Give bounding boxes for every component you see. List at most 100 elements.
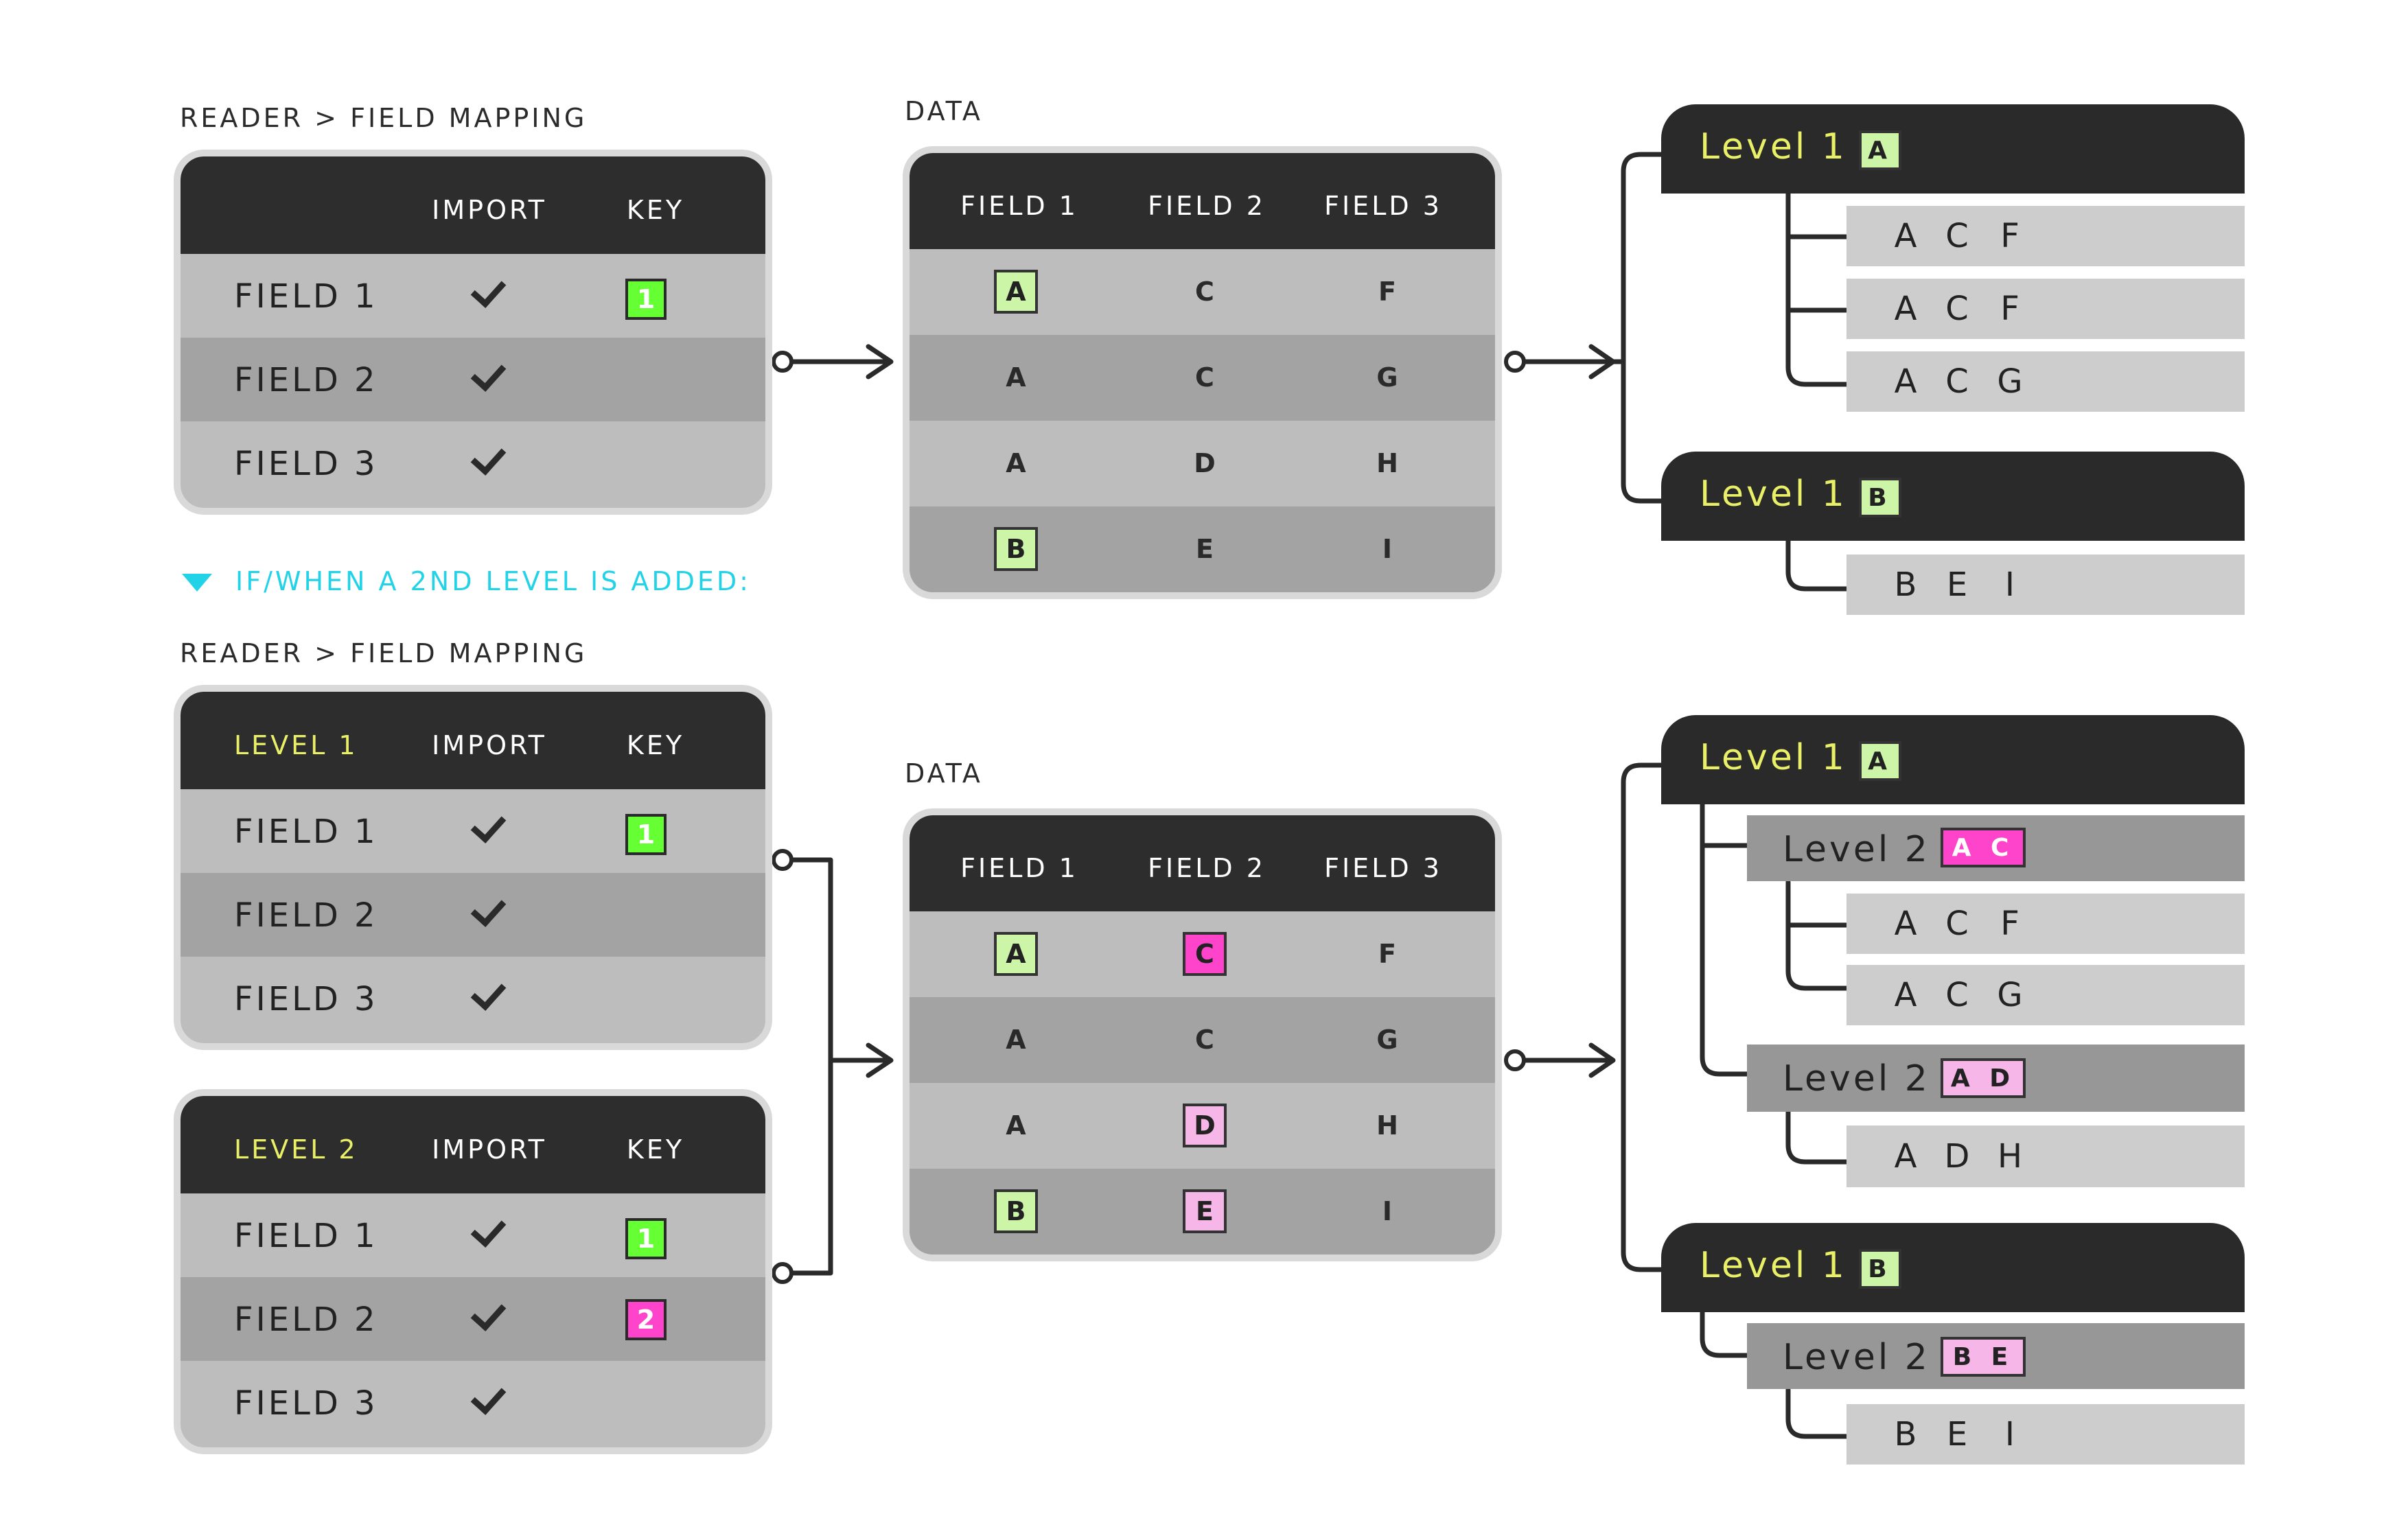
field-name: FIELD 2 <box>234 361 378 399</box>
leaf-value: D <box>1944 1137 1970 1176</box>
table-row: FIELD 2 2 <box>181 1277 765 1361</box>
data-cell: C <box>1195 277 1214 307</box>
level-key-tag: B <box>1859 1249 1901 1289</box>
checkmark-icon <box>470 1379 507 1415</box>
tree-leaf-row: A C F <box>1846 206 2245 266</box>
table-row: FIELD 1 1 <box>181 789 765 873</box>
key-value-cell: A <box>994 932 1038 976</box>
field-name: FIELD 1 <box>234 1217 378 1255</box>
leaf-value: C <box>1945 362 1969 401</box>
level-label: Level 2 <box>1783 829 1930 870</box>
checkmark-icon <box>470 439 507 476</box>
leaf-value: C <box>1945 905 1969 943</box>
field-name: FIELD 3 <box>234 445 378 483</box>
field-2-header: FIELD 2 <box>1148 853 1266 883</box>
key-value-cell: B <box>994 527 1038 571</box>
leaf-value: C <box>1945 217 1969 255</box>
leaf-value: F <box>2000 290 2019 328</box>
level-key-tag: A C <box>1941 828 2026 867</box>
table-header: LEVEL 2 IMPORT KEY <box>181 1096 765 1193</box>
level-1-field-mapping-table: LEVEL 1 IMPORT KEY FIELD 1 1 FIELD 2 FIE… <box>174 685 772 1050</box>
import-column-header: IMPORT <box>432 195 547 225</box>
leaf-value: F <box>2000 905 2019 943</box>
key-badge: 1 <box>625 279 667 320</box>
import-column-header: IMPORT <box>432 1134 547 1165</box>
data-cell: C <box>1195 362 1214 393</box>
level-2-field-mapping-table: LEVEL 2 IMPORT KEY FIELD 1 1 FIELD 2 2 F… <box>174 1089 772 1454</box>
field-name: FIELD 2 <box>234 896 378 935</box>
data-cell: F <box>1378 277 1396 307</box>
leaf-value: H <box>1997 1137 2023 1176</box>
top-field-mapping-table: IMPORT KEY FIELD 1 1 FIELD 2 FIELD 3 <box>174 150 772 515</box>
data-cell: A <box>1006 1110 1026 1141</box>
field-3-header: FIELD 3 <box>1324 853 1442 883</box>
table-row: A C F <box>910 911 1495 997</box>
tree-leaf-row: B E I <box>1846 555 2245 615</box>
table-header: LEVEL 1 IMPORT KEY <box>181 692 765 789</box>
leaf-value: B <box>1894 1415 1917 1454</box>
data-cell: G <box>1376 1025 1398 1055</box>
data-cell: I <box>1382 1196 1393 1226</box>
field-2-header: FIELD 2 <box>1148 191 1266 221</box>
bottom-data-table: FIELD 1 FIELD 2 FIELD 3 A C F A C G A D … <box>903 808 1502 1261</box>
import-column-header: IMPORT <box>432 730 547 760</box>
level-column-header: LEVEL 2 <box>234 1134 358 1165</box>
leaf-value: A <box>1894 976 1917 1014</box>
leaf-value: A <box>1894 290 1917 328</box>
level-key-tag: A D <box>1941 1058 2026 1098</box>
table-row: FIELD 1 1 <box>181 254 765 338</box>
data-cell: D <box>1194 448 1216 478</box>
key-column-header: KEY <box>626 1134 685 1165</box>
table-row: FIELD 1 1 <box>181 1193 765 1277</box>
checkmark-icon <box>470 1211 507 1248</box>
tree-level-2-node: Level 2 A D <box>1747 1045 2245 1112</box>
bottom-data-heading: DATA <box>905 758 983 789</box>
table-header: FIELD 1 FIELD 2 FIELD 3 <box>910 815 1495 911</box>
table-row: A C F <box>910 249 1495 335</box>
leaf-value: E <box>1946 1415 1968 1454</box>
key-value-cell: E <box>1183 1189 1227 1233</box>
leaf-value: C <box>1945 290 1969 328</box>
table-row: B E I <box>910 1169 1495 1255</box>
level-label: Level 1 <box>1700 474 1847 515</box>
key-badge: 1 <box>625 814 667 855</box>
table-row: A D H <box>910 1083 1495 1169</box>
table-row: FIELD 2 <box>181 338 765 421</box>
leaf-value: I <box>2004 565 2015 604</box>
leaf-value: G <box>1997 362 2023 401</box>
key-value-cell: D <box>1183 1104 1227 1147</box>
level-label: Level 2 <box>1783 1337 1930 1378</box>
field-name: FIELD 3 <box>234 980 378 1018</box>
checkmark-icon <box>470 272 507 308</box>
data-cell: G <box>1376 362 1398 393</box>
tree-level-1-node: Level 1 A <box>1661 715 2245 804</box>
leaf-value: B <box>1894 565 1917 604</box>
key-badge: 2 <box>625 1299 667 1340</box>
table-header: IMPORT KEY <box>181 156 765 254</box>
leaf-value: F <box>2000 217 2019 255</box>
key-value-cell: C <box>1183 932 1227 976</box>
table-row: A C G <box>910 335 1495 421</box>
leaf-value: A <box>1894 905 1917 943</box>
data-cell: C <box>1195 1025 1214 1055</box>
field-name: FIELD 3 <box>234 1384 378 1423</box>
field-name: FIELD 1 <box>234 813 378 851</box>
key-value-cell: B <box>994 1189 1038 1233</box>
level-label: Level 1 <box>1700 737 1847 778</box>
table-row: A C G <box>910 997 1495 1083</box>
leaf-value: A <box>1894 362 1917 401</box>
key-column-header: KEY <box>626 195 685 225</box>
data-cell: F <box>1378 939 1396 969</box>
top-mapping-heading: READER > FIELD MAPPING <box>180 103 588 133</box>
tree-level-1-node: Level 1 A <box>1661 104 2245 194</box>
table-row: B E I <box>910 506 1495 592</box>
tree-leaf-row: B E I <box>1846 1404 2245 1465</box>
tree-level-2-node: Level 2 B E <box>1747 1323 2245 1389</box>
table-row: FIELD 2 <box>181 873 765 957</box>
data-cell: A <box>1006 362 1026 393</box>
data-cell: A <box>1006 448 1026 478</box>
level-key-tag: B E <box>1941 1337 2026 1377</box>
top-data-heading: DATA <box>905 96 983 126</box>
level-key-tag: A <box>1859 130 1901 170</box>
